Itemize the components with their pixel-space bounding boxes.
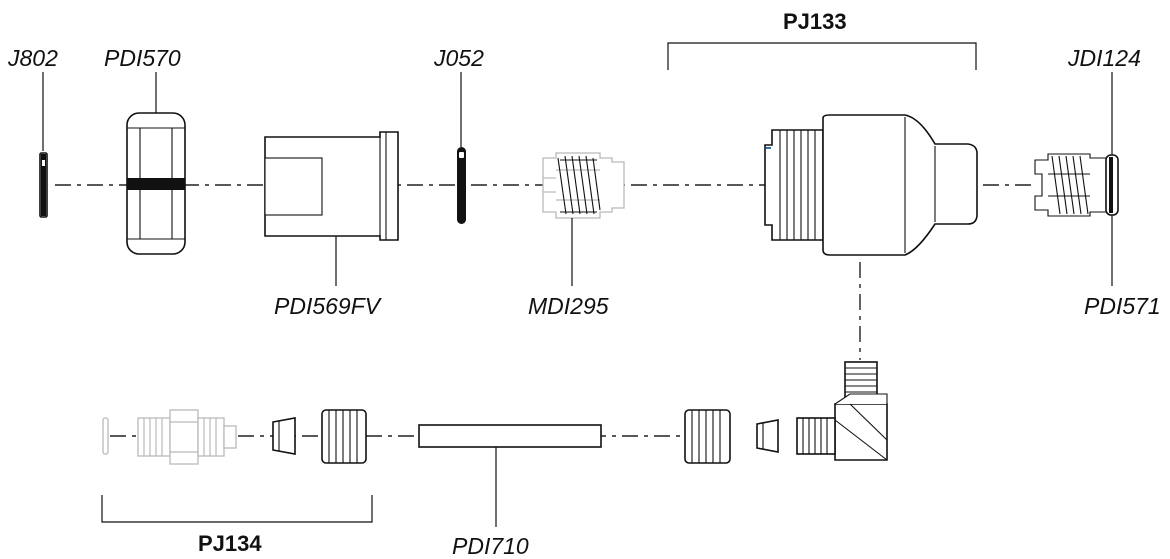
part-j052-oring xyxy=(457,147,466,224)
bracket-pj134 xyxy=(101,495,373,523)
label-pj134: PJ134 xyxy=(198,531,262,556)
label-pdi569fv: PDI569FV xyxy=(274,293,383,319)
label-pdi570: PDI570 xyxy=(104,45,181,71)
part-nut-left xyxy=(321,409,367,464)
part-pdi570-nut xyxy=(126,112,186,255)
part-pdi571-ring xyxy=(1105,154,1119,216)
part-pj134-fitting xyxy=(102,409,237,465)
part-mdi295-insert xyxy=(542,152,625,219)
part-pdi569fv-housing xyxy=(264,131,399,241)
part-pdi710-tube xyxy=(418,424,602,448)
bracket-pj133 xyxy=(667,42,977,70)
label-pdi571: PDI571 xyxy=(1084,293,1161,319)
label-jdi124: JDI124 xyxy=(1067,45,1141,71)
part-j802-washer xyxy=(39,152,48,218)
part-ferrule-right xyxy=(756,419,779,453)
label-pdi710: PDI710 xyxy=(452,533,529,559)
label-j052: J052 xyxy=(433,45,484,71)
label-j802: J802 xyxy=(7,45,58,71)
part-nut-right xyxy=(684,409,731,464)
part-pj133-body xyxy=(764,114,978,256)
label-pj133: PJ133 xyxy=(783,9,847,34)
part-ferrule-left xyxy=(272,417,296,455)
part-elbow-fitting xyxy=(796,361,888,461)
label-mdi295: MDI295 xyxy=(528,293,609,319)
part-jdi124-insert xyxy=(1034,153,1107,217)
